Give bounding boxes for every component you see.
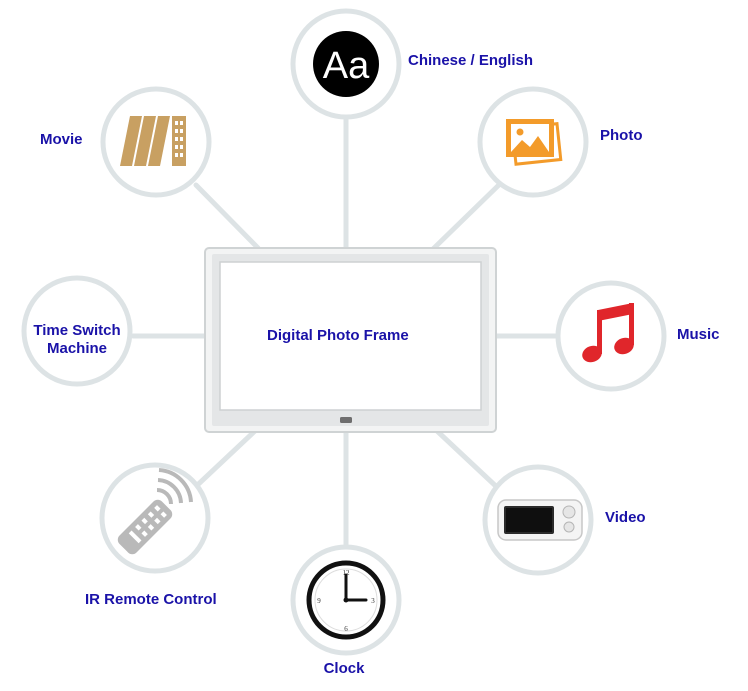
ir-remote-icon xyxy=(117,468,193,555)
svg-text:12: 12 xyxy=(343,569,351,577)
music-notes-icon xyxy=(582,303,634,363)
clock-label: Clock xyxy=(323,660,365,677)
timer-label-line2: Machine xyxy=(46,340,108,357)
svg-text:9: 9 xyxy=(317,597,321,605)
movie-label: Movie xyxy=(40,131,83,148)
language-label: Chinese / English xyxy=(408,52,534,69)
frame-power-button xyxy=(340,417,352,423)
video-label: Video xyxy=(605,509,646,526)
ring-timer xyxy=(21,275,133,387)
film-strip-icon xyxy=(120,116,186,166)
connector-lines xyxy=(130,107,561,548)
timer-label-line1: Time Switch xyxy=(33,322,121,339)
letters-aa-icon: Aa xyxy=(313,31,379,97)
connector-photo xyxy=(429,177,507,253)
photo-icon xyxy=(506,119,563,166)
svg-text:Aa: Aa xyxy=(323,45,370,87)
connector-movie xyxy=(193,182,261,251)
music-label: Music xyxy=(677,326,720,343)
remote-label: IR Remote Control xyxy=(85,591,217,608)
ring-music xyxy=(555,280,667,392)
photo-label: Photo xyxy=(600,127,643,144)
photo-frame-device xyxy=(204,247,497,433)
clock-icon: 12 3 6 9 xyxy=(306,560,386,640)
connector-video xyxy=(433,427,503,493)
center-label: Digital Photo Frame xyxy=(267,327,409,344)
svg-text:6: 6 xyxy=(344,625,348,633)
connector-remote xyxy=(187,427,259,495)
video-player-icon xyxy=(497,499,583,541)
frame-screen xyxy=(219,261,482,411)
svg-text:3: 3 xyxy=(371,597,375,605)
